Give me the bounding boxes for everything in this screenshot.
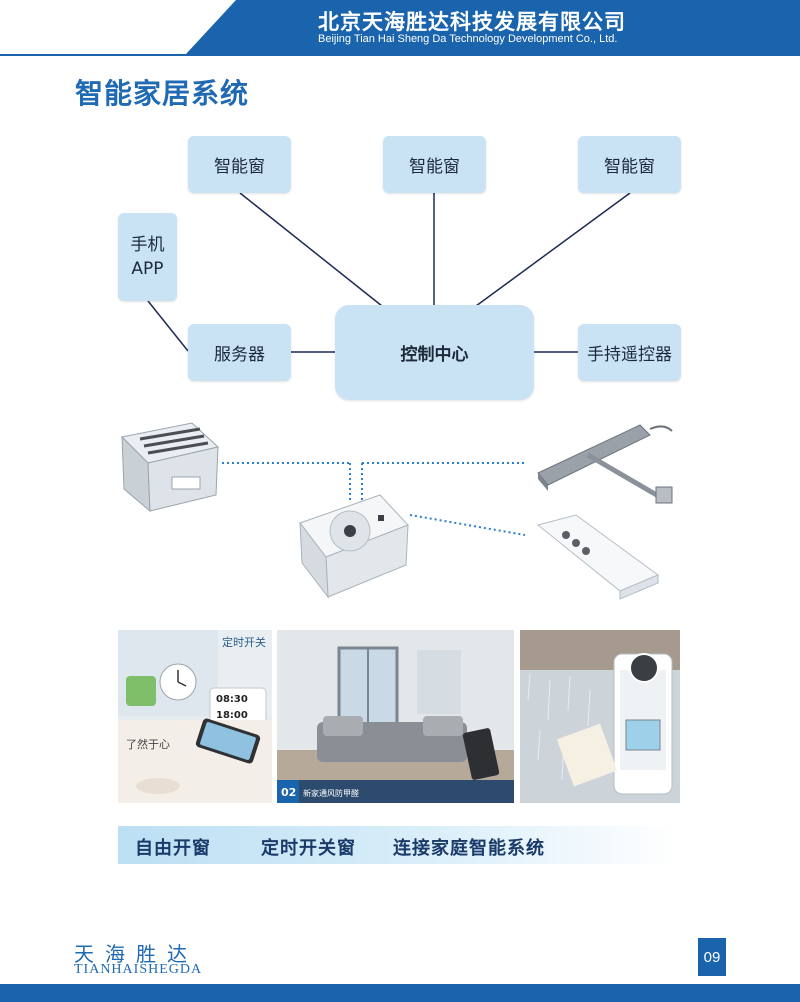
timer-illustration (118, 630, 272, 803)
photo-rain-window (520, 630, 680, 803)
timer-title: 定时开关 (222, 636, 266, 649)
features-banner: 自由开窗 定时开关窗 连接家庭智能系统 (118, 826, 678, 864)
node-phone-app: 手机 APP (118, 213, 177, 301)
node-label-line1: 手机 (130, 235, 165, 255)
company-name-en: Beijing Tian Hai Sheng Da Technology Dev… (318, 33, 618, 45)
footer-brand-en: TIANHAISHEGDA (74, 962, 203, 977)
rain-sensor-device (120, 422, 220, 513)
node-label: 手持遥控器 (587, 345, 672, 365)
timer-time-2: 18:00 (216, 710, 248, 721)
wall-switch-device (299, 494, 409, 599)
node-smart-window-3: 智能窗 (578, 136, 681, 193)
header-band (0, 0, 800, 56)
peace-title: 了然于心 (126, 738, 170, 751)
linear-actuator-device (537, 424, 673, 504)
page-title: 智能家居系统 (75, 77, 250, 110)
timer-time-1: 08:30 (216, 694, 248, 705)
node-smart-window-1: 智能窗 (188, 136, 291, 193)
node-label: 服务器 (214, 345, 265, 365)
photo-living-room: 02 新家通风防甲醛 (277, 630, 514, 803)
dotted-link-remote (409, 514, 526, 536)
feature-timer-open-close: 定时开关窗 (261, 838, 356, 859)
device-illustration (120, 422, 673, 600)
room-badge-text: 新家通风防甲醛 (303, 789, 359, 798)
node-label: 智能窗 (214, 157, 265, 177)
feature-home-system: 连接家庭智能系统 (393, 838, 545, 859)
living-room-illustration (277, 630, 514, 803)
connector-window-1 (239, 192, 383, 307)
photo-timer-switch: 定时开关 08:30 18:00 了然于心 (118, 630, 272, 803)
page-number: 09 (698, 938, 726, 976)
node-server: 服务器 (188, 324, 291, 381)
connector-window-3 (475, 192, 631, 307)
node-control-center: 控制中心 (335, 305, 534, 400)
room-badge-number: 02 (281, 786, 297, 799)
node-smart-window-2: 智能窗 (383, 136, 486, 193)
node-label-line2: APP (131, 259, 164, 279)
node-label: 智能窗 (409, 157, 460, 177)
connector-app-server (147, 300, 189, 352)
node-label: 控制中心 (400, 345, 469, 365)
page-header: 北京天海胜达科技发展有限公司 Beijing Tian Hai Sheng Da… (0, 0, 800, 56)
handheld-remote-device (536, 514, 660, 600)
rain-window-illustration (520, 630, 680, 803)
system-diagram-lines (147, 192, 631, 353)
footer-bar (0, 984, 800, 1002)
node-remote-controller: 手持遥控器 (578, 324, 681, 381)
footer-brand-cn: 天海胜达 (74, 942, 198, 966)
feature-free-open: 自由开窗 (135, 838, 211, 859)
node-label: 智能窗 (604, 157, 655, 177)
company-name-cn: 北京天海胜达科技发展有限公司 (318, 10, 626, 34)
